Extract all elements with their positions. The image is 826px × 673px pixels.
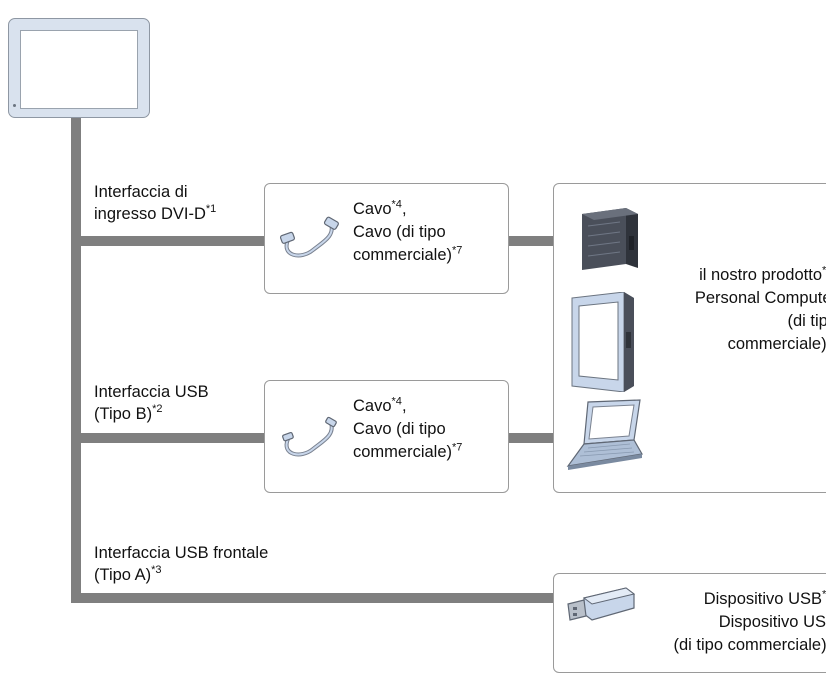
laptop-icon [566,399,643,470]
port-label-usb-b: Interfaccia USB (Tipo B)*2 [94,381,209,425]
cable-dvi-line3: commerciale) [353,246,453,264]
port-label-usb-a-line2: (Tipo A) [94,566,152,584]
branch-line-usb-a [71,593,556,603]
display-unit [8,18,150,118]
usb-device-line1: Dispositivo USB [703,590,822,608]
host-text-row1: il nostro prodotto*6, [637,264,826,287]
cable-dvi-note2: *7 [452,244,463,257]
port-label-dvi-line2-row: ingresso DVI-D*1 [94,203,216,225]
cable-dvi-comma: , [401,200,407,218]
usb-device-note1: *4 [822,588,826,601]
cable-usb-b-line1: Cavo [353,397,392,415]
usb-device-line3: (di tipo commerciale) [673,636,826,654]
host-text-row4: commerciale)*7 [637,333,826,356]
branch-line-usb-b-right [508,433,554,443]
main-trunk-line [71,116,81,603]
usb-device-text-row1: Dispositivo USB*4, [617,588,826,611]
dvi-cable-icon [279,216,339,258]
cable-text-usb-b: Cavo*4, Cavo (di tipo commerciale)*7 [353,395,462,464]
port-label-usb-b-line1: Interfaccia USB [94,383,209,401]
host-line3: (di tipo [787,312,826,330]
port-label-usb-b-line2: (Tipo B) [94,405,153,423]
panel-pc-icon [571,292,634,392]
display-screen [20,30,138,109]
port-label-usb-b-line2-row: (Tipo B)*2 [94,403,209,425]
cable-dvi-line2: Cavo (di tipo [353,223,446,241]
cable-text-dvi-row1: Cavo*4, [353,198,462,221]
branch-line-dvi [71,236,264,246]
host-note1: *6 [822,264,826,277]
host-devices-box: il nostro prodotto*6, Personal Computer … [553,183,826,493]
port-label-dvi-line1: Interfaccia di [94,183,188,201]
usb-device-box: Dispositivo USB*4, Dispositivo USB (di t… [553,573,826,673]
usb-device-text: Dispositivo USB*4, Dispositivo USB (di t… [617,588,826,657]
host-line2: Personal Computer [694,289,826,307]
usb-device-line2: Dispositivo USB [718,613,826,631]
cable-dvi-note1: *4 [391,198,402,211]
port-label-usb-a: Interfaccia USB frontale (Tipo A)*3 [94,542,268,586]
cable-usb-b-comma: , [401,397,407,415]
cable-text-usb-b-row3: commerciale)*7 [353,441,462,464]
port-label-usb-a-note: *3 [151,563,162,576]
host-devices-text: il nostro prodotto*6, Personal Computer … [637,264,826,356]
power-led-icon [13,104,16,107]
cable-text-usb-b-row1: Cavo*4, [353,395,462,418]
cable-text-dvi-row3: commerciale)*7 [353,244,462,267]
port-label-dvi-note: *1 [205,202,217,215]
cable-usb-b-line3: commerciale) [353,443,453,461]
branch-line-dvi-right [508,236,554,246]
cable-usb-b-line2: Cavo (di tipo [353,420,446,438]
port-label-usb-a-line2-row: (Tipo A)*3 [94,564,268,586]
cable-box-usb-b: Cavo*4, Cavo (di tipo commerciale)*7 [264,380,509,493]
branch-line-usb-b [71,433,264,443]
connection-lines [71,116,556,603]
cable-text-dvi: Cavo*4, Cavo (di tipo commerciale)*7 [353,198,462,267]
port-label-dvi-line2: ingresso DVI-D [94,205,206,223]
usb-stick-icon [567,587,636,621]
port-label-usb-b-note: *2 [152,402,163,415]
host-line4: commerciale) [727,335,826,353]
usb-cable-icon [282,416,337,457]
port-label-dvi: Interfaccia di ingresso DVI-D*1 [94,181,216,225]
cable-usb-b-note1: *4 [391,395,402,408]
usb-device-text-row3: (di tipo commerciale)*5 [617,634,826,657]
box-pc-icon [582,208,638,270]
port-label-usb-a-line1: Interfaccia USB frontale [94,544,269,562]
cable-usb-b-note2: *7 [452,441,463,454]
cable-box-dvi: Cavo*4, Cavo (di tipo commerciale)*7 [264,183,509,294]
cable-dvi-line1: Cavo [353,200,392,218]
host-line1: il nostro prodotto [699,266,822,284]
